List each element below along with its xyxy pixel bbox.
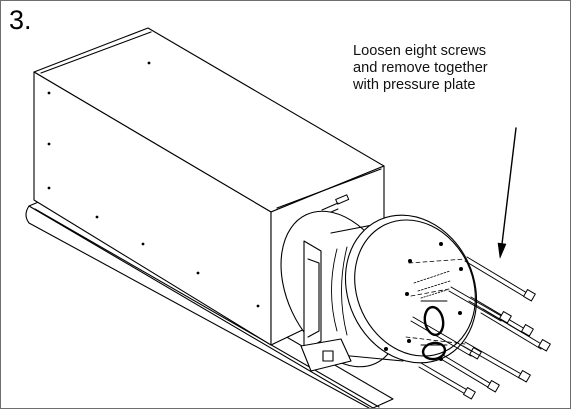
step-number: 3.	[9, 5, 32, 35]
instruction-line-2: and remove together	[353, 60, 488, 77]
screw-2	[468, 296, 534, 337]
housing-bolt-holes	[47, 61, 260, 308]
screw-3	[448, 286, 512, 324]
screw-1	[464, 256, 536, 302]
screw-6	[440, 354, 500, 393]
instruction-line-3: with pressure plate	[353, 77, 476, 94]
faceplate-logo-marks	[413, 270, 451, 299]
pointer-arrow	[497, 127, 517, 259]
instruction-text: Loosen eight screws and remove together …	[353, 43, 563, 95]
screw-7	[480, 308, 551, 352]
screw-8	[418, 362, 476, 400]
screw-5	[462, 341, 531, 383]
motor-housing	[33, 27, 385, 346]
instruction-line-1: Loosen eight screws	[353, 43, 487, 59]
removed-screws	[405, 256, 551, 400]
